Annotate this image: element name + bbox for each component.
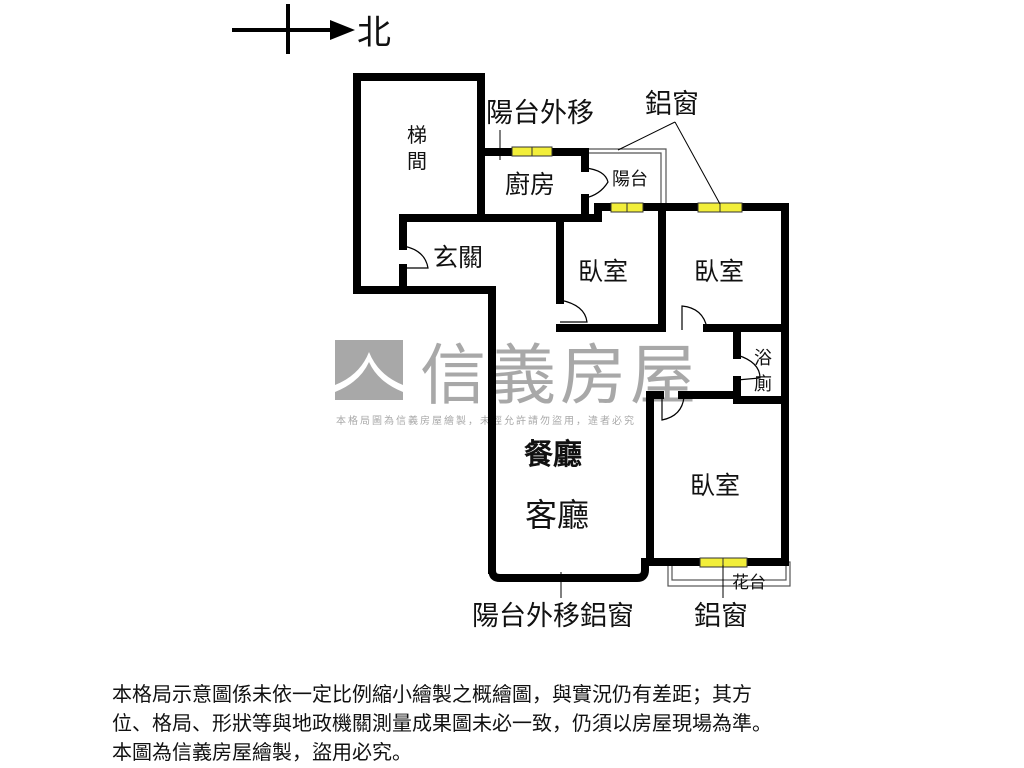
door-bedroom-2 [681, 305, 708, 330]
annotation-aluminum-window-bottom: 鋁窗 [694, 601, 748, 632]
watermark: 信義房屋 本格局圖為信義房屋繪製，未經允許請勿盜用，違者必究 [335, 337, 700, 427]
north-arrow-icon [330, 20, 355, 40]
disclaimer-line: 本圖為信義房屋繪製，盜用必究。 [112, 740, 412, 764]
doors [402, 167, 761, 421]
label-entrance: 玄關 [433, 243, 483, 272]
label-planter: 花台 [732, 573, 766, 593]
compass: 北 [232, 4, 391, 54]
door-entrance [402, 245, 429, 269]
watermark-brand: 信義房屋 [420, 337, 700, 414]
door-bedroom-1 [559, 299, 588, 323]
disclaimer-line: 位、格局、形狀等與地政機關測量成果圖未必一致，仍須以房屋現場為準。 [112, 711, 772, 735]
label-bedroom-2: 臥室 [694, 257, 744, 286]
watermark-notice: 本格局圖為信義房屋繪製，未經允許請勿盜用，違者必究 [336, 414, 636, 427]
label-living: 客廳 [525, 496, 589, 534]
door-balcony [584, 167, 609, 199]
disclaimer-line: 本格局示意圖係未依一定比例縮小繪製之概繪圖，與實況仍有差距；其方 [112, 682, 752, 706]
leader-lines [499, 121, 724, 598]
disclaimer: 本格局示意圖係未依一定比例縮小繪製之概繪圖，與實況仍有差距；其方 位、格局、形狀… [112, 680, 772, 767]
windows [511, 146, 748, 568]
label-balcony: 陽台 [612, 169, 648, 190]
north-label: 北 [357, 13, 391, 53]
door-bathroom [736, 354, 761, 381]
label-bedroom-3: 臥室 [690, 471, 740, 500]
label-dining: 餐廳 [524, 437, 582, 471]
label-stairwell-1: 梯 [407, 123, 427, 147]
label-stairwell-2: 間 [407, 149, 427, 173]
label-bedroom-1: 臥室 [578, 257, 628, 286]
label-bathroom-1: 浴 [754, 348, 772, 369]
brand-logo-icon [335, 340, 403, 400]
annotation-balcony-window: 陽台外移鋁窗 [472, 601, 634, 632]
annotation-aluminum-window-top: 鋁窗 [645, 89, 699, 120]
door-bedroom-3 [661, 396, 685, 421]
label-bathroom-2: 廁 [754, 373, 772, 395]
annotation-balcony-moved-out: 陽台外移 [486, 98, 594, 129]
label-kitchen: 廚房 [505, 170, 555, 199]
